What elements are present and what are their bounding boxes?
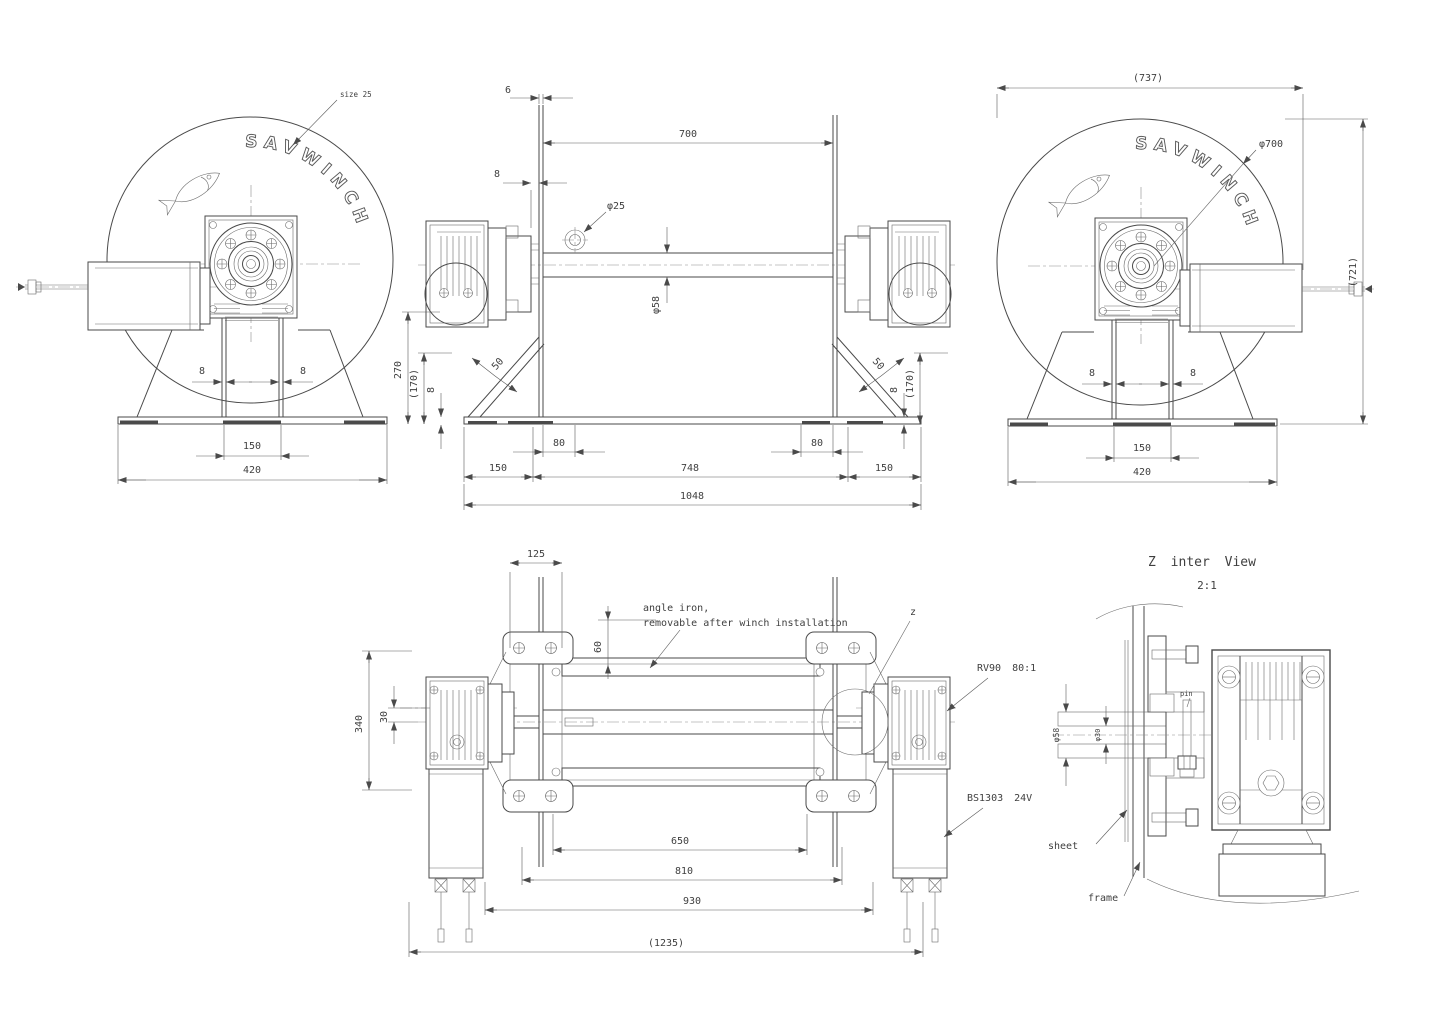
dim-overall: 1048 — [680, 491, 704, 502]
dim-height: 270 — [393, 361, 404, 379]
dim-base-left: 8 — [426, 387, 437, 393]
note-text: size 25 — [340, 90, 372, 99]
frame-label: frame — [1088, 893, 1118, 904]
gearbox-section — [1211, 649, 1331, 897]
break-lines — [1095, 603, 1360, 904]
angle-iron-note-line2: removable after winch installation — [643, 618, 848, 629]
dim-span-a: 650 — [671, 836, 689, 847]
dim-foot-left: 80 — [553, 438, 565, 449]
dim-base-right: 8 — [889, 387, 900, 393]
dim-drum-diameter: φ700 — [1259, 139, 1283, 150]
dim-span-left: 150 — [489, 463, 507, 474]
frame-and-sheet — [1124, 606, 1145, 878]
dim-plate-right: 8 — [300, 366, 306, 377]
detail-scale: 2:1 — [1197, 579, 1217, 592]
gearbox-motor-plan-right — [861, 676, 951, 943]
gearbox-side-right — [836, 220, 952, 328]
dim-overall-width: (737) — [1133, 73, 1163, 84]
plan-dim-lines — [362, 560, 924, 957]
dim-rail: 125 — [527, 549, 545, 560]
dim-plate-left: 8 — [1089, 368, 1095, 379]
dim-axis-offset: 30 — [379, 711, 390, 723]
dim-gusset-right: 50 — [870, 356, 886, 372]
leader-note-left — [292, 99, 338, 146]
view-side-elevation: 6 700 8 φ25 φ58 50 50 270 (170) 8 (170) … — [393, 85, 958, 510]
dim-base-width: 420 — [1133, 467, 1151, 478]
detail-marker-label: z — [910, 607, 916, 618]
motor-label: BS1303 24V — [967, 793, 1032, 804]
dim-angle-offset: 60 — [593, 641, 604, 653]
view-detail-z: Z inter View 2:1 — [1048, 555, 1360, 904]
dim-frame-width: 340 — [354, 715, 365, 733]
fish-logo-icon — [158, 166, 225, 216]
gearbox-side-left — [424, 220, 540, 328]
dim-height-ref-right: (170) — [905, 369, 916, 399]
drum-flanges-side — [538, 105, 838, 417]
detail-dim-lines — [1063, 684, 1141, 897]
pin-label: pin — [1180, 690, 1193, 698]
dim-plate-left: 8 — [199, 366, 205, 377]
front-right-extra-dims — [996, 85, 1368, 425]
dim-span-right: 150 — [875, 463, 893, 474]
dim-span-center: 748 — [681, 463, 699, 474]
fish-logo-icon — [1048, 168, 1115, 218]
plan-frame — [487, 631, 889, 813]
angle-iron-note-line1: angle iron, — [643, 603, 709, 614]
dim-span-b: 810 — [675, 866, 693, 877]
dim-base-width: 420 — [243, 465, 261, 476]
dim-drum-length: 700 — [679, 129, 697, 140]
hole-phi25 — [562, 227, 588, 253]
dim-overall: (1235) — [648, 938, 684, 949]
dim-shaft-bore: φ30 — [1094, 729, 1102, 742]
detail-title: Z inter View — [1148, 555, 1256, 570]
dim-core: φ58 — [651, 296, 662, 314]
dim-gap: 8 — [494, 169, 500, 180]
dim-shaft-od: φ58 — [1052, 728, 1061, 743]
dim-spacing: 150 — [243, 441, 261, 452]
gearbox-motor-plan-left — [425, 676, 515, 943]
dim-spacing: 150 — [1133, 443, 1151, 454]
detail-z-marker-circle — [821, 688, 889, 756]
plan-leaders — [649, 620, 989, 838]
dim-flange-thickness: 6 — [505, 85, 511, 96]
motor-left — [15, 261, 217, 331]
dim-plate-right: 8 — [1190, 368, 1196, 379]
dim-height-ref-left: (170) — [409, 369, 420, 399]
dim-gusset-left: 50 — [490, 356, 506, 372]
view-front-right: SAVWINCH (737) φ700 (721) 8 8 150 420 — [995, 73, 1375, 486]
base-and-gussets — [463, 336, 922, 425]
sheet-label: sheet — [1048, 841, 1078, 852]
dim-foot-right: 80 — [811, 438, 823, 449]
dim-hole: φ25 — [607, 201, 625, 212]
view-plan: angle iron, removable after winch instal… — [354, 549, 1036, 957]
gearbox-label: RV90 80:1 — [977, 663, 1036, 674]
dim-span-c: 930 — [683, 896, 701, 907]
flange-assembly-section — [1052, 635, 1215, 837]
side-dim-lines — [402, 94, 948, 510]
motor-right — [1173, 263, 1375, 333]
dim-overall-height: (721) — [1348, 257, 1359, 287]
plan-drum — [504, 577, 872, 867]
view-front-left: SAVWINCH size 25 8 8 150 420 — [15, 90, 395, 484]
